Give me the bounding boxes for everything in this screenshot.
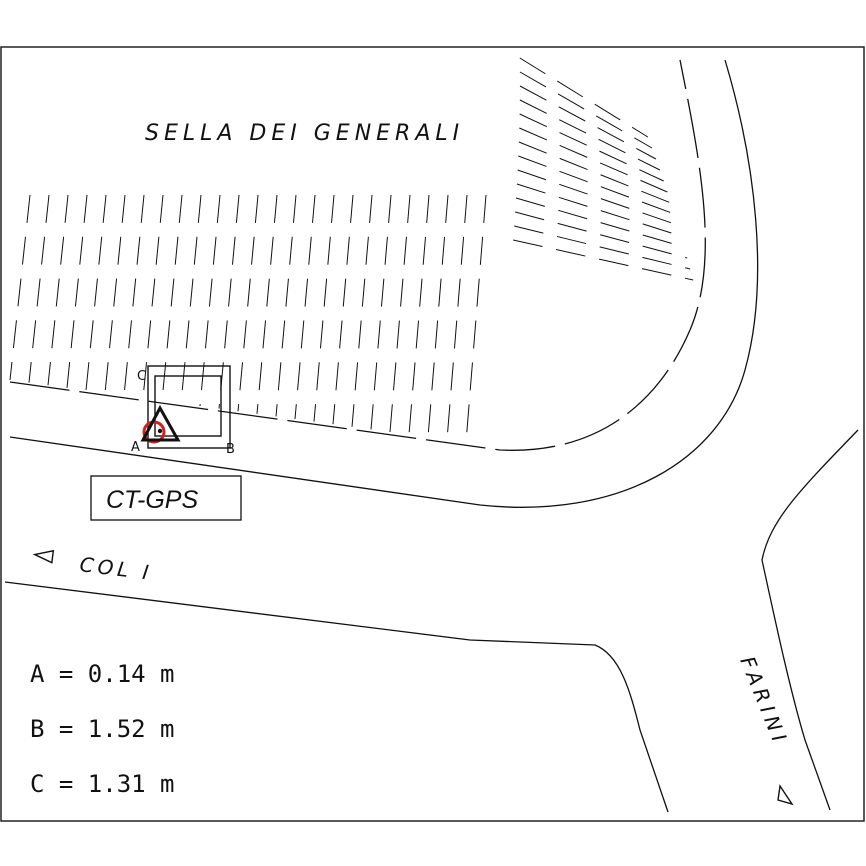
- grave-line: [142, 194, 164, 399]
- grave-line: [370, 194, 392, 430]
- grave-line: [47, 194, 69, 386]
- grave-line: [427, 194, 449, 438]
- grave-line: [351, 194, 373, 427]
- legend-item-a: A = 0.14 m: [30, 660, 175, 688]
- grave-line: [517, 169, 678, 226]
- grave-line: [519, 127, 668, 193]
- grave-line: [446, 194, 468, 440]
- grave-line: [199, 194, 221, 407]
- corner-label-a: A: [131, 440, 140, 455]
- grave-line: [332, 194, 354, 425]
- grave-line: [519, 57, 649, 138]
- grave-line: [218, 194, 240, 409]
- grave-line: [519, 71, 653, 149]
- offset-legend: A = 0.14 m B = 1.52 m C = 1.31 m: [30, 660, 175, 798]
- grave-line: [518, 141, 672, 204]
- grave-line: [313, 194, 335, 422]
- grave-line: [123, 194, 145, 396]
- street-coli-line: [4, 581, 669, 813]
- grave-line: [256, 194, 278, 414]
- street-farini-line: [761, 429, 859, 811]
- grave-line: [519, 85, 657, 160]
- grave-line: [389, 194, 411, 433]
- legend-item-b: B = 1.52 m: [30, 715, 175, 743]
- legend-item-c: C = 1.31 m: [30, 770, 175, 798]
- area-label: SELLA DEI GENERALI: [145, 121, 464, 146]
- grave-line: [161, 194, 183, 401]
- boundary-inner-dashed: [9, 59, 706, 451]
- corner-label-b: B: [226, 442, 235, 457]
- grave-rows: [9, 57, 694, 443]
- grave-line: [514, 225, 691, 270]
- grave-line: [519, 113, 664, 182]
- svg-text:FARINI: FARINI: [735, 653, 793, 750]
- gps-triangle-icon: [140, 404, 181, 442]
- street-label-farini: FARINI: [735, 653, 793, 750]
- grave-line: [66, 194, 88, 388]
- arrow-left-icon: [32, 549, 55, 564]
- station-label: CT-GPS: [106, 486, 198, 514]
- grave-line: [465, 194, 487, 443]
- map-frame: [0, 46, 865, 822]
- grave-line: [516, 183, 682, 237]
- grave-line: [28, 194, 50, 383]
- arrow-right-icon: [777, 784, 794, 806]
- grave-line: [237, 194, 259, 412]
- corner-label-c: C: [137, 369, 146, 384]
- grave-line: [513, 239, 694, 281]
- street-label-coli: COL I: [32, 549, 154, 585]
- grave-line: [180, 194, 202, 404]
- grave-line: [408, 194, 430, 435]
- boundary-outer: [9, 59, 759, 508]
- grave-line: [9, 194, 31, 381]
- grave-line: [515, 211, 688, 259]
- grave-line: [275, 194, 297, 417]
- grave-line: [85, 194, 107, 391]
- grave-line: [519, 99, 661, 171]
- station-building: [147, 365, 231, 449]
- grave-line: [515, 197, 685, 248]
- svg-text:COL I: COL I: [78, 552, 153, 585]
- grave-line: [518, 155, 675, 215]
- cemetery-boundary: [9, 59, 759, 508]
- gps-point-icon: [157, 428, 163, 434]
- grave-line: [104, 194, 126, 394]
- grave-line: [294, 194, 316, 420]
- station-label-box: [90, 475, 242, 521]
